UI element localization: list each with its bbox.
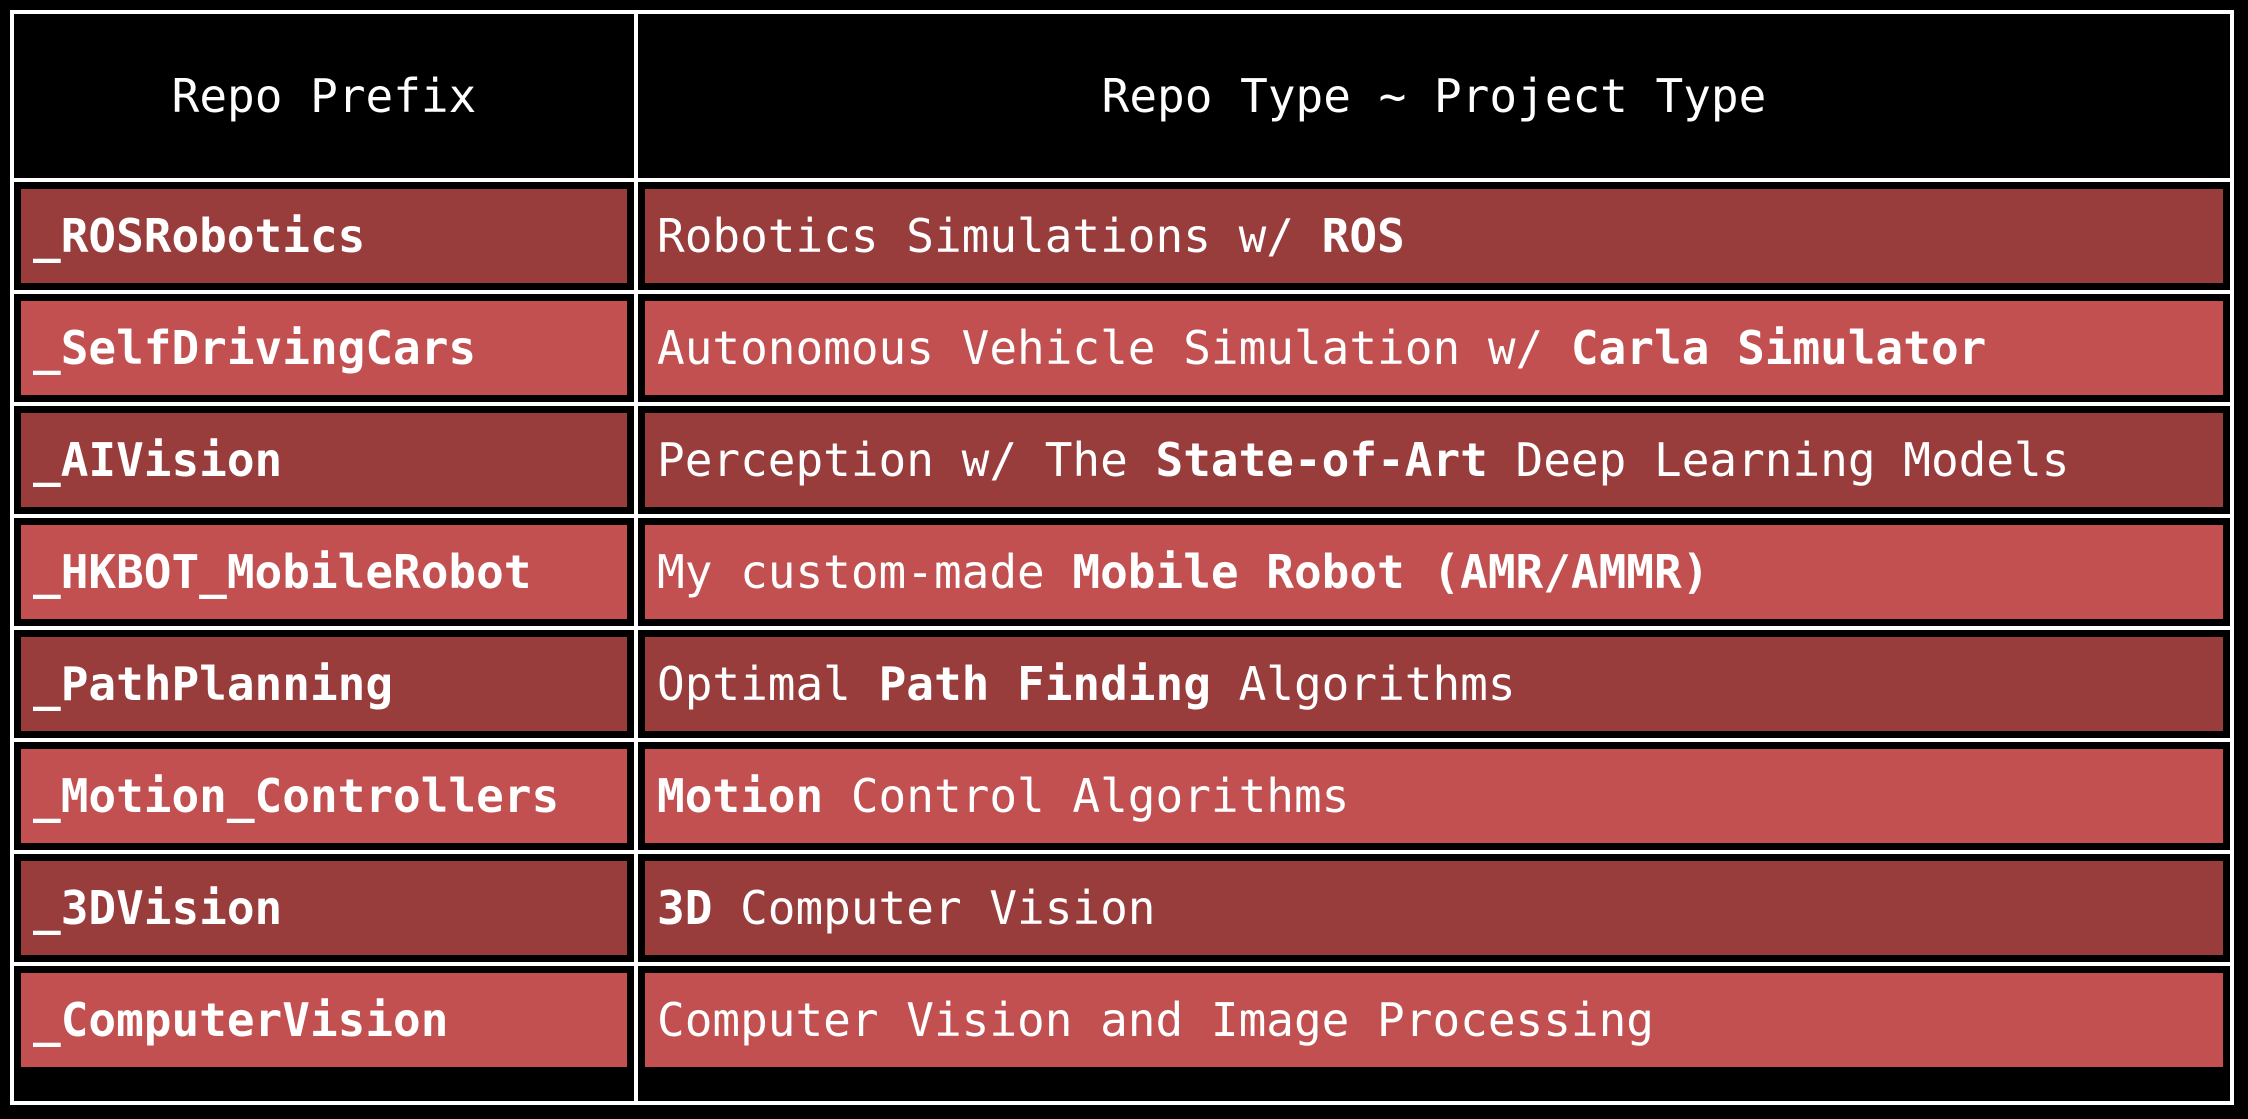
- repo-type-cell: 3D Computer Vision: [645, 861, 2223, 955]
- column-divider: [634, 14, 638, 1101]
- repo-type-highlight: Carla Simulator: [1570, 321, 1987, 375]
- repo-type-highlight: ROS: [1321, 209, 1405, 263]
- repo-type-text: My custom-made: [657, 545, 1073, 599]
- repo-type-cell: Autonomous Vehicle Simulation w/ Carla S…: [645, 301, 2223, 395]
- repo-type-text: Optimal: [657, 657, 879, 711]
- header-repo-prefix: Repo Prefix: [171, 69, 477, 123]
- row-separator: [14, 626, 2230, 630]
- repo-prefix-cell: _3DVision: [21, 861, 627, 955]
- table-header: Repo Prefix Repo Type ~ Project Type: [14, 14, 2230, 182]
- repo-prefix-cell: _ComputerVision: [21, 973, 627, 1067]
- repo-type-text: Deep Learning Models: [1487, 433, 2070, 487]
- repo-prefix-cell: _SelfDrivingCars: [21, 301, 627, 395]
- repo-prefix-cell: _PathPlanning: [21, 637, 627, 731]
- repo-type-text: Computer Vision: [712, 881, 1156, 935]
- repo-type-text: Algorithms: [1210, 657, 1516, 711]
- repo-table: Repo Prefix Repo Type ~ Project Type _RO…: [10, 10, 2234, 1105]
- repo-type-cell: Motion Control Algorithms: [645, 749, 2223, 843]
- repo-type-text: Perception w/ The: [657, 433, 1156, 487]
- repo-type-cell: Perception w/ The State-of-Art Deep Lear…: [645, 413, 2223, 507]
- repo-type-text: Control Algorithms: [823, 769, 1350, 823]
- repo-type-text: Computer Vision and Image Processing: [657, 993, 1654, 1047]
- repo-type-highlight: 3D: [657, 881, 713, 935]
- repo-type-cell: Optimal Path Finding Algorithms: [645, 637, 2223, 731]
- repo-type-cell: Robotics Simulations w/ ROS: [645, 189, 2223, 283]
- repo-type-text: Robotics Simulations w/: [657, 209, 1322, 263]
- repo-type-highlight: Mobile Robot (AMR/AMMR): [1072, 545, 1710, 599]
- repo-type-cell: Computer Vision and Image Processing: [645, 973, 2223, 1067]
- repo-type-highlight: State-of-Art: [1155, 433, 1488, 487]
- row-separator: [14, 962, 2230, 966]
- repo-type-highlight: Motion: [657, 769, 824, 823]
- repo-prefix-cell: _ROSRobotics: [21, 189, 627, 283]
- header-repo-type: Repo Type ~ Project Type: [1101, 69, 1767, 123]
- repo-type-cell: My custom-made Mobile Robot (AMR/AMMR): [645, 525, 2223, 619]
- row-separator: [14, 850, 2230, 854]
- repo-prefix-cell: _AIVision: [21, 413, 627, 507]
- repo-type-highlight: Path Finding: [878, 657, 1211, 711]
- row-separator: [14, 290, 2230, 294]
- row-separator: [14, 514, 2230, 518]
- row-separator: [14, 402, 2230, 406]
- repo-type-text: Autonomous Vehicle Simulation w/: [657, 321, 1571, 375]
- repo-prefix-cell: _HKBOT_MobileRobot: [21, 525, 627, 619]
- row-separator: [14, 738, 2230, 742]
- table-row: _ComputerVision Computer Vision and Image…: [14, 966, 2230, 1074]
- repo-prefix-cell: _Motion_Controllers: [21, 749, 627, 843]
